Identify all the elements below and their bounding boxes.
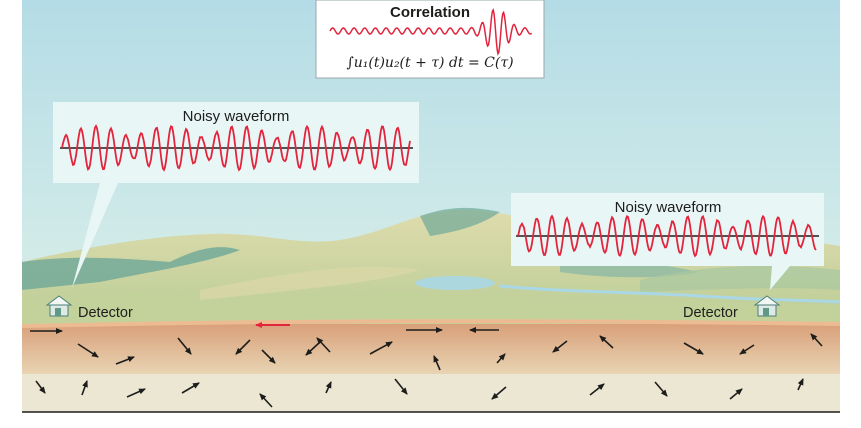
left-callout-pointer <box>72 183 118 288</box>
noise-arrow <box>316 337 331 353</box>
noise-arrow <box>552 340 568 353</box>
house-icon <box>45 295 73 317</box>
correlation-waveform <box>329 8 533 56</box>
noise-arrow <box>259 393 273 408</box>
noisy-waveform-left <box>61 124 411 172</box>
noise-arrow <box>496 353 506 364</box>
right-callout-pointer <box>770 266 790 290</box>
waveform-left-title: Noisy waveform <box>183 108 290 125</box>
house-icon <box>753 295 781 317</box>
ground-lower-layer <box>22 374 840 412</box>
detector-right-label: Detector <box>683 305 738 321</box>
noise-arrow <box>81 380 88 396</box>
detector-left: Detector <box>45 295 133 321</box>
noise-arrow <box>491 386 507 400</box>
noise-arrow <box>729 388 743 400</box>
noise-arrows <box>30 327 823 408</box>
correlation-title: Correlation <box>390 4 470 21</box>
noise-arrow <box>305 341 321 356</box>
noisy-waveform-right <box>517 214 817 258</box>
ground-upper-layer <box>22 324 840 374</box>
noise-arrow <box>115 356 135 365</box>
noise-arrow <box>35 380 46 394</box>
noise-arrow <box>181 382 200 394</box>
detector-right: Detector <box>683 295 781 321</box>
detector-left-label: Detector <box>78 305 133 321</box>
correlation-formula: ∫u₁(t)u₂(t + τ) dt = C(τ) <box>346 55 513 71</box>
noise-arrow <box>739 344 755 355</box>
noise-arrow <box>177 337 192 355</box>
noise-arrow <box>394 378 408 395</box>
noise-arrow <box>325 381 332 394</box>
noise-arrow <box>261 349 276 364</box>
noise-arrow <box>369 341 393 355</box>
noise-arrow <box>683 342 704 355</box>
noise-arrow <box>126 388 146 398</box>
correlation-panel <box>315 0 545 79</box>
noise-arrow <box>810 333 823 347</box>
noise-arrow <box>235 339 251 355</box>
noise-arrow <box>599 335 614 349</box>
noise-arrow <box>433 355 441 371</box>
waveform-right-title: Noisy waveform <box>615 199 722 216</box>
noise-arrow <box>589 383 605 396</box>
noise-arrow <box>654 381 668 397</box>
noise-arrow <box>797 378 804 391</box>
noise-arrow <box>77 343 99 358</box>
